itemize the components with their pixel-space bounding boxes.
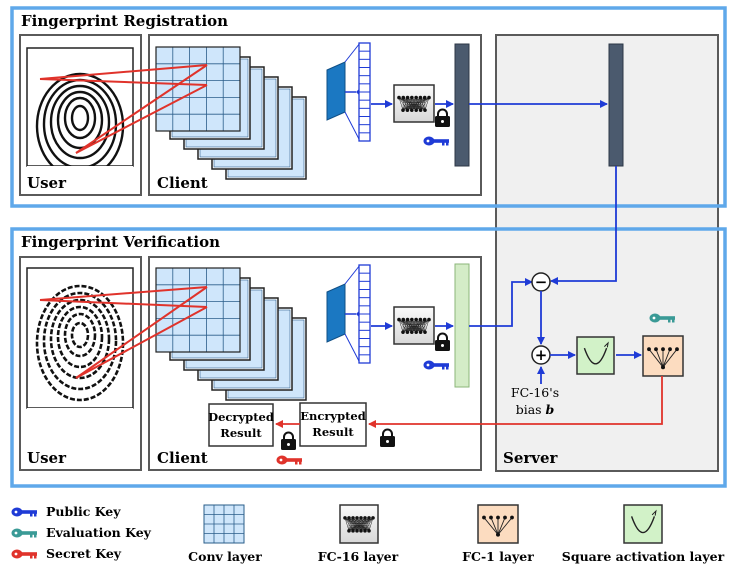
ver-vector-column [359,265,370,363]
legend-fc1-icon [478,505,518,543]
legend-conv-icon [204,505,244,543]
server-fc1-layer [643,336,683,376]
server-square-activation [577,337,614,374]
legend-square-label: Square activation layer [562,549,725,564]
decrypted-result-label-2: Result [220,426,262,440]
legend-secret-key-icon [12,550,38,559]
legend-square-icon [624,505,662,543]
ver-encrypted-embedding [455,264,469,387]
reg-client-label: Client [157,174,208,192]
ver-fc16-layer [394,307,434,344]
reg-fc16-layer [394,85,434,122]
server-stored-embedding [609,44,623,166]
ver-user-label: User [27,449,67,467]
registration-title: Fingerprint Registration [21,12,228,30]
reg-encrypted-embedding [455,44,469,166]
add-symbol: + [535,346,548,364]
ver-client-label: Client [157,449,208,467]
subtract-symbol: − [535,273,548,291]
legend-evaluation-key-icon [12,529,38,538]
decrypted-result-label-1: Decrypted [208,410,274,424]
ver-fingerprint-image [27,268,133,420]
bias-prefix: bias [516,402,546,417]
legend-secret-key-label: Secret Key [46,546,122,561]
bias-symbol: b [546,402,555,417]
legend: Public Key Evaluation Key Secret Key Con… [12,504,725,564]
legend-fc1-label: FC-1 layer [462,549,534,564]
legend-fc16-icon [340,505,378,543]
reg-vector-column [359,43,370,141]
bias-label-line2: bias b [516,402,555,417]
legend-evaluation-key-label: Evaluation Key [46,525,152,540]
server-label: Server [503,449,559,467]
legend-public-key-label: Public Key [46,504,121,519]
bias-label-line1: FC-16's [511,385,559,400]
legend-fc16-label: FC-16 layer [318,549,399,564]
reg-user-label: User [27,174,67,192]
reg-fingerprint-image [27,48,133,180]
verification-title: Fingerprint Verification [21,233,220,251]
legend-conv-label: Conv layer [188,549,262,564]
encrypted-result-label-1: Encrypted [300,409,366,423]
encrypted-result-label-2: Result [312,425,354,439]
legend-public-key-icon [12,508,38,517]
